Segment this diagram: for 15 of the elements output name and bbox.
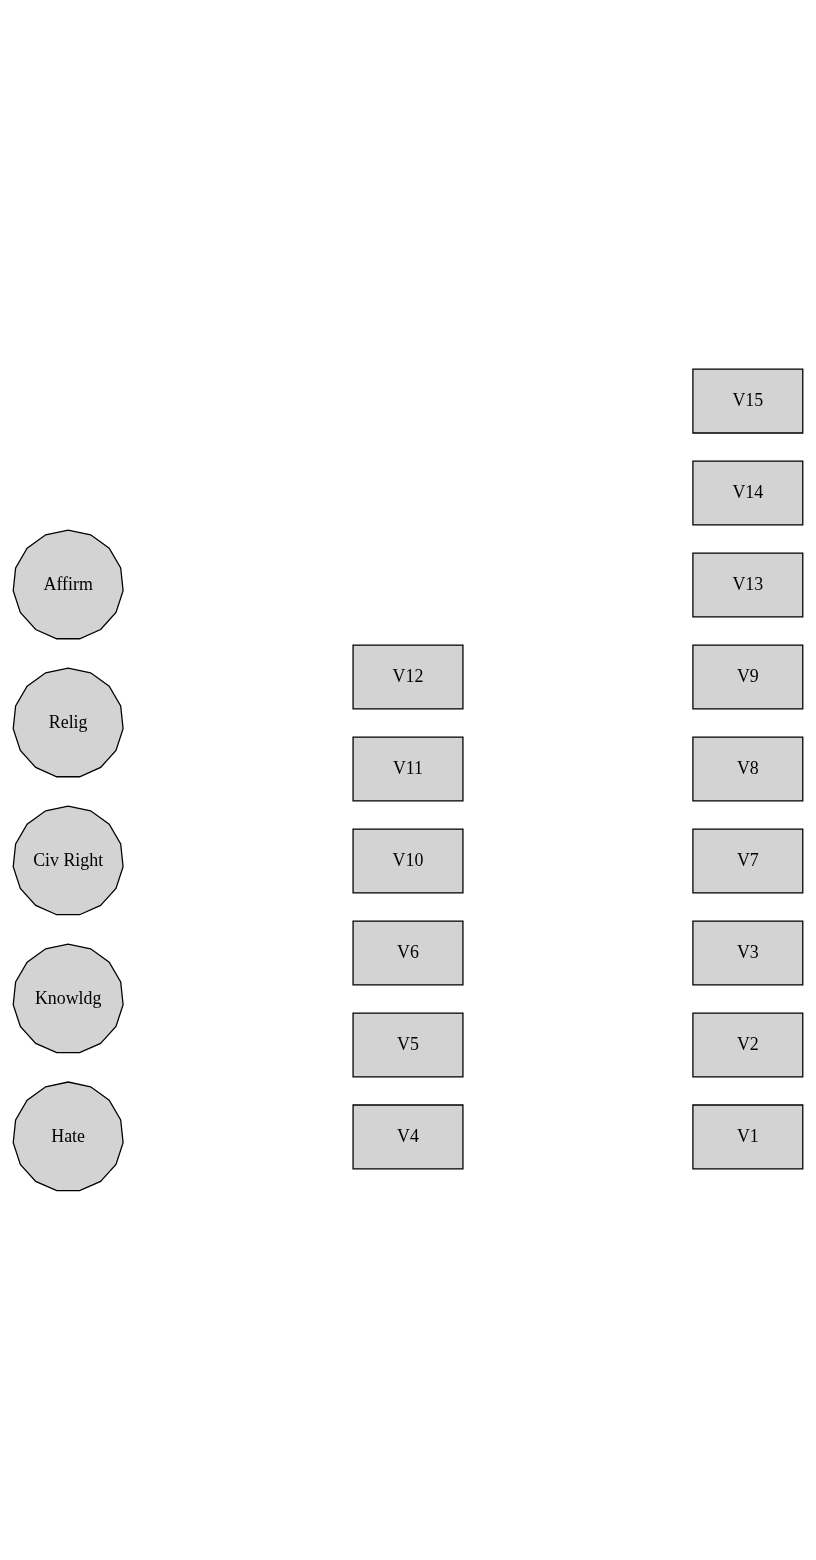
node-box: V1	[692, 1103, 804, 1170]
node-box: V15	[692, 367, 804, 434]
node-box: V5	[352, 1011, 464, 1078]
node-box: V8	[692, 735, 804, 802]
node-box: V11	[352, 735, 464, 802]
node-box: V12	[352, 643, 464, 710]
node-box: V4	[352, 1103, 464, 1170]
node-box: V7	[692, 827, 804, 894]
node-box: V3	[692, 919, 804, 986]
node-box: V6	[352, 919, 464, 986]
node-box: V13	[692, 551, 804, 618]
node-box: V9	[692, 643, 804, 710]
node-box: V10	[352, 827, 464, 894]
node-box: V14	[692, 459, 804, 526]
node-box: V2	[692, 1011, 804, 1078]
